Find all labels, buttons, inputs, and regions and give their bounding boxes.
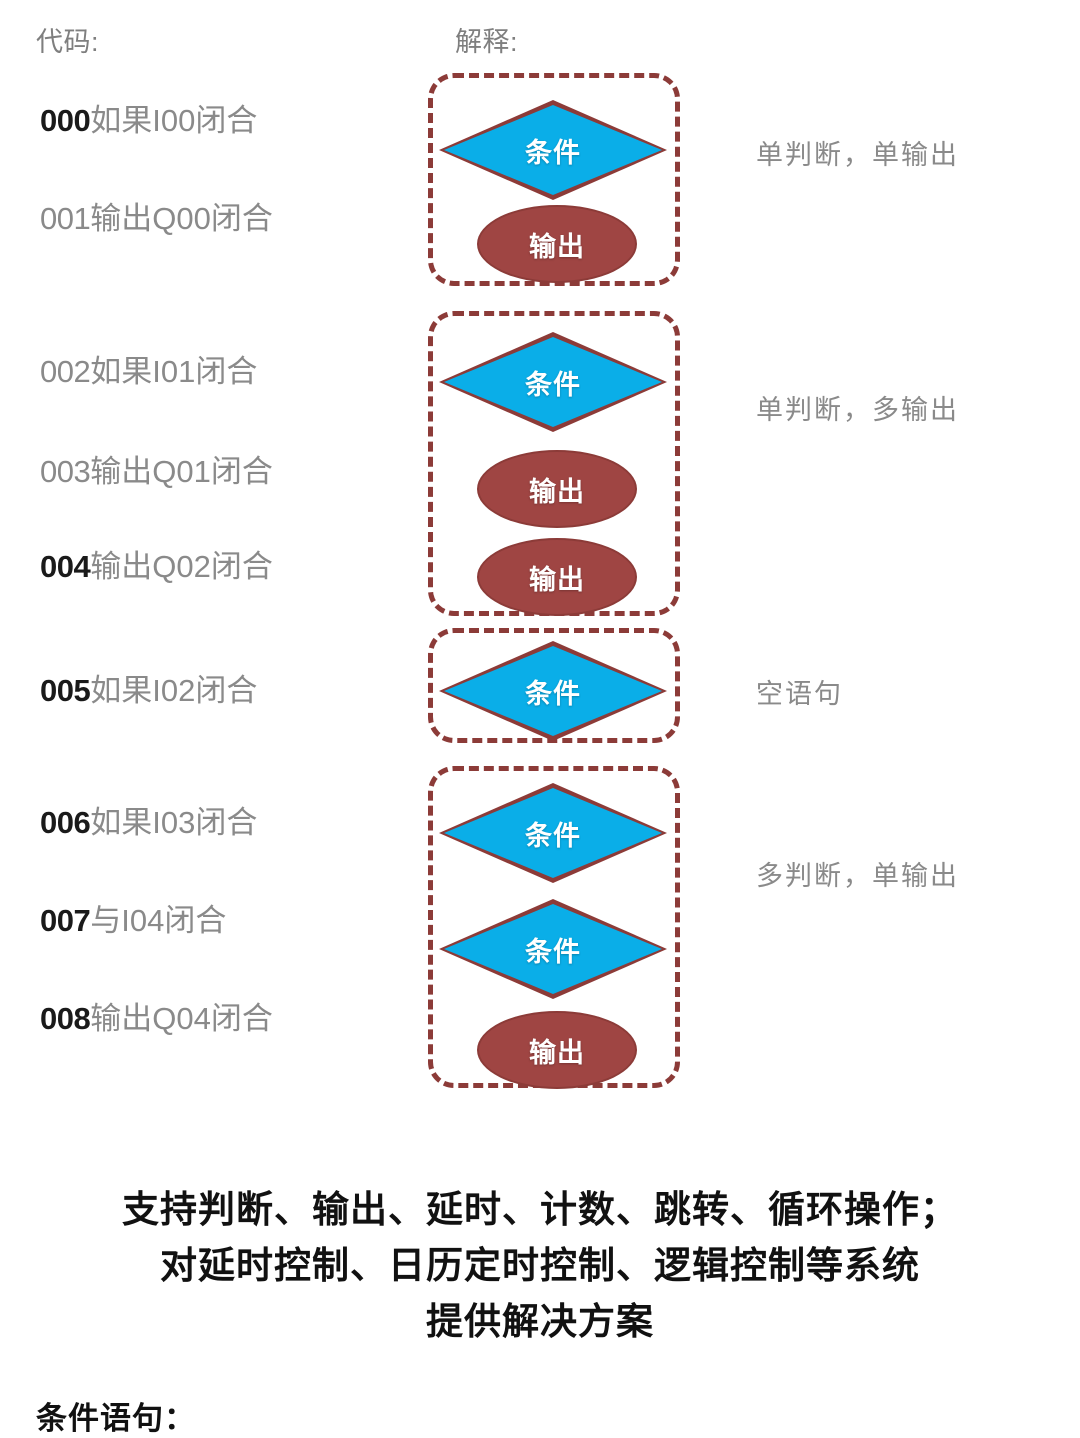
code-line-text: 输出Q02闭合 bbox=[90, 549, 273, 584]
condition-node-label: 条件 bbox=[525, 369, 581, 400]
code-line-text: 输出Q00闭合 bbox=[90, 201, 273, 236]
condition-node: 条件 bbox=[439, 641, 667, 741]
code-line-number: 008 bbox=[40, 1001, 91, 1036]
code-line: 004输出Q02闭合 bbox=[40, 551, 273, 582]
code-line-text: 如果I00闭合 bbox=[90, 103, 258, 138]
condition-node: 条件 bbox=[439, 899, 667, 999]
code-line: 005如果I02闭合 bbox=[40, 675, 257, 706]
explanation-single-condition-single-output: 单判断，单输出 bbox=[756, 140, 959, 170]
output-node-label: 输出 bbox=[529, 231, 585, 262]
code-line: 001输出Q00闭合 bbox=[40, 203, 273, 234]
code-line: 007与I04闭合 bbox=[40, 905, 226, 936]
condition-node: 条件 bbox=[439, 100, 667, 200]
code-column-header: 代码: bbox=[36, 27, 100, 57]
code-line-number: 003 bbox=[40, 454, 91, 489]
condition-node-label: 条件 bbox=[525, 936, 581, 967]
condition-node-label: 条件 bbox=[525, 820, 581, 851]
flow-group-single-condition-single-output: 条件输出 bbox=[428, 73, 680, 286]
code-line-text: 与I04闭合 bbox=[90, 903, 227, 938]
code-line-number: 007 bbox=[40, 903, 91, 938]
output-node-label: 输出 bbox=[529, 564, 585, 595]
flow-group-multi-condition-single-output: 条件条件输出 bbox=[428, 766, 680, 1089]
summary-paragraph: 支持判断、输出、延时、计数、跳转、循环操作； 对延时控制、日历定时控制、逻辑控制等… bbox=[0, 1182, 1080, 1351]
code-line-text: 如果I02闭合 bbox=[90, 673, 258, 708]
explanation-multi-condition-single-output: 多判断，单输出 bbox=[756, 861, 959, 891]
output-node: 输出 bbox=[477, 1011, 637, 1089]
condition-node: 条件 bbox=[439, 783, 667, 883]
explanation-single-condition-multi-output: 单判断，多输出 bbox=[756, 395, 959, 425]
code-line: 000如果I00闭合 bbox=[40, 105, 257, 136]
code-line-number: 001 bbox=[40, 201, 91, 236]
explanation-empty-statement: 空语句 bbox=[756, 679, 843, 709]
condition-node: 条件 bbox=[439, 332, 667, 432]
code-line-number: 000 bbox=[40, 103, 91, 138]
code-line-text: 输出Q04闭合 bbox=[90, 1001, 273, 1036]
summary-line: 支持判断、输出、延时、计数、跳转、循环操作； bbox=[122, 1189, 958, 1230]
code-line-text: 如果I01闭合 bbox=[90, 354, 258, 389]
flow-group-single-condition-multi-output: 条件输出输出 bbox=[428, 311, 680, 616]
code-line-number: 004 bbox=[40, 549, 91, 584]
code-line-number: 002 bbox=[40, 354, 91, 389]
code-line: 003输出Q01闭合 bbox=[40, 456, 273, 487]
summary-line: 提供解决方案 bbox=[426, 1301, 654, 1343]
explanation-column-header: 解释: bbox=[455, 27, 519, 57]
output-node: 输出 bbox=[477, 538, 637, 616]
summary-line: 对延时控制、日历定时控制、逻辑控制等系统 bbox=[160, 1245, 920, 1287]
code-line-number: 005 bbox=[40, 673, 91, 708]
code-line-text: 如果I03闭合 bbox=[90, 805, 258, 840]
code-line: 008输出Q04闭合 bbox=[40, 1003, 273, 1034]
footer-section-label: 条件语句： bbox=[36, 1401, 196, 1436]
output-node-label: 输出 bbox=[529, 1037, 585, 1068]
condition-node-label: 条件 bbox=[525, 137, 581, 168]
output-node-label: 输出 bbox=[529, 476, 585, 507]
condition-node-label: 条件 bbox=[525, 678, 581, 709]
code-line-number: 006 bbox=[40, 805, 91, 840]
code-line: 002如果I01闭合 bbox=[40, 356, 257, 387]
output-node: 输出 bbox=[477, 205, 637, 283]
flow-group-empty-statement: 条件 bbox=[428, 628, 680, 743]
code-line-text: 输出Q01闭合 bbox=[90, 454, 273, 489]
output-node: 输出 bbox=[477, 450, 637, 528]
code-line: 006如果I03闭合 bbox=[40, 807, 257, 838]
